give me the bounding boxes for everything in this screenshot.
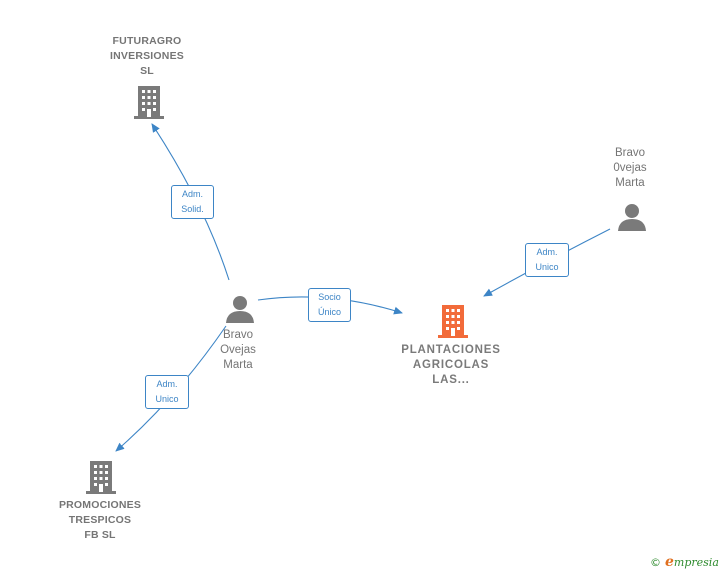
- relation-adm-unico-left: Adm. Unico: [145, 375, 189, 409]
- building-icon-main[interactable]: [438, 304, 468, 338]
- copyright-icon: ©: [650, 556, 661, 569]
- node-label-promociones[interactable]: PROMOCIONES TRESPICOS FB SL: [58, 499, 142, 541]
- relation-socio-unico: Socio Único: [308, 288, 351, 322]
- relation-adm-solid: Adm. Solid.: [171, 185, 214, 219]
- building-icon[interactable]: [86, 460, 116, 494]
- node-label-futuragro[interactable]: FUTURAGRO INVERSIONES SL: [110, 35, 184, 77]
- person-icon[interactable]: [225, 294, 255, 324]
- person-icon[interactable]: [617, 202, 647, 232]
- empresia-logo: ©empresia: [650, 554, 719, 570]
- node-label-bravo-center[interactable]: Bravo Ovejas Marta: [220, 329, 256, 371]
- node-label-plantaciones[interactable]: PLANTACIONES AGRICOLAS LAS...: [401, 344, 501, 386]
- node-label-bravo-right[interactable]: Bravo 0vejas Marta: [613, 147, 647, 189]
- building-icon[interactable]: [134, 85, 164, 119]
- relation-adm-unico-right: Adm. Unico: [525, 243, 569, 277]
